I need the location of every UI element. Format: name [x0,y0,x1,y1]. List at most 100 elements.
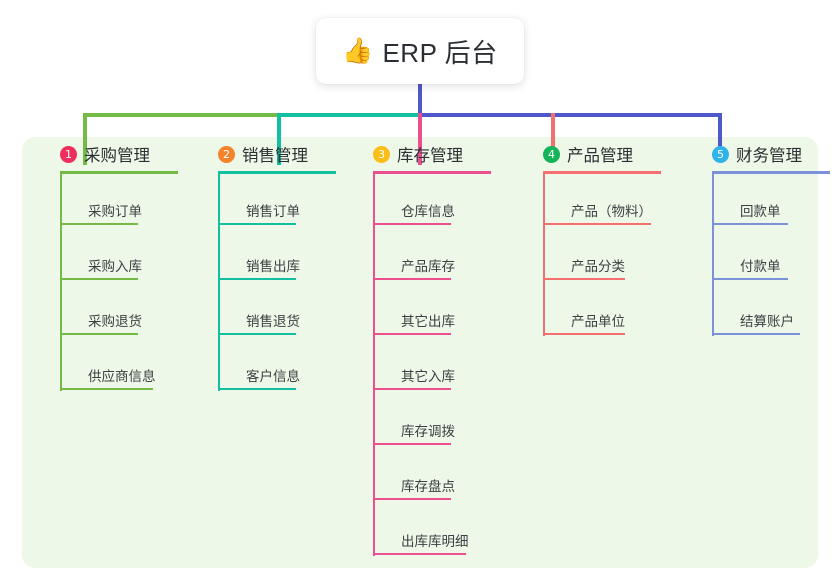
column-spine [218,174,220,391]
column-4: 4 产品管理产品（物料） 产品分类产品单位 [527,137,661,340]
list-item-rule [543,278,625,280]
diagram-panel [22,137,818,568]
list-item-label: 库存调拨 [401,424,455,439]
column-items: 回款单付款单结算账户 [712,174,830,340]
list-item[interactable]: 采购退货 [60,285,178,340]
column-number-badge: 5 [712,145,729,163]
list-item-label: 销售订单 [246,204,300,219]
list-item[interactable]: 供应商信息 [60,340,178,395]
list-item[interactable]: 仓库信息 [373,175,491,230]
list-item[interactable]: 回款单 [712,175,830,230]
list-item-label: 库存盘点 [401,479,455,494]
list-item-label: 供应商信息 [88,369,156,384]
column-title: 产品管理 [567,147,633,165]
column-spine [373,174,375,556]
list-item-label: 采购订单 [88,204,142,219]
list-item-rule [373,223,451,225]
list-item-label: 产品分类 [571,259,625,274]
connector-trunk [418,82,422,115]
list-item-rule [373,388,451,390]
list-item-rule [60,223,138,225]
connector-bar-teal [277,113,420,117]
connector-drop-4 [551,113,555,159]
list-item-label: 产品库存 [401,259,455,274]
column-2: 2 销售管理销售订单销售出库销售退货客户信息 [202,137,336,395]
list-item[interactable]: 采购入库 [60,230,178,285]
column-title: 销售管理 [242,147,308,165]
column-3: 3 库存管理仓库信息产品库存其它出库其它入库库存调拨库存盘点出库库明细 [357,137,491,560]
list-item-rule [712,278,788,280]
column-title: 采购管理 [84,147,150,165]
connector-drop-1 [83,113,87,165]
list-item[interactable]: 销售出库 [218,230,336,285]
connector-drop-2 [277,113,281,165]
column-header[interactable]: 1 采购管理 [44,137,178,171]
column-1: 1 采购管理采购订单采购入库采购退货供应商信息 [44,137,178,395]
list-item-label: 其它出库 [401,314,455,329]
list-item-rule [60,278,138,280]
column-header-rule [60,171,178,174]
list-item[interactable]: 库存调拨 [373,395,491,450]
list-item-label: 销售退货 [246,314,300,329]
list-item[interactable]: 产品（物料） [543,175,661,230]
list-item[interactable]: 结算账户 [712,285,830,340]
column-spine [712,174,714,336]
list-item-rule [712,333,800,335]
list-item-rule [543,333,625,335]
list-item[interactable]: 其它入库 [373,340,491,395]
list-item-label: 销售出库 [246,259,300,274]
column-header[interactable]: 5 财务管理 [696,137,830,171]
list-item-rule [373,443,451,445]
column-spine [543,174,545,336]
column-number-badge: 3 [373,145,390,163]
column-header[interactable]: 2 销售管理 [202,137,336,171]
list-item[interactable]: 产品单位 [543,285,661,340]
list-item[interactable]: 其它出库 [373,285,491,340]
column-items: 仓库信息产品库存其它出库其它入库库存调拨库存盘点出库库明细 [373,174,491,560]
list-item-label: 仓库信息 [401,204,455,219]
root-node[interactable]: 👍 ERP 后台 [316,18,524,84]
column-title: 库存管理 [397,147,463,165]
list-item[interactable]: 采购订单 [60,175,178,230]
list-item-rule [218,223,296,225]
list-item-label: 结算账户 [740,314,794,329]
column-header-rule [712,171,830,174]
connector-bar-blue [418,113,722,117]
connector-drop-3 [418,113,422,165]
list-item-rule [218,333,296,335]
column-number-badge: 2 [218,145,235,163]
column-items: 销售订单销售出库销售退货客户信息 [218,174,336,395]
list-item-rule [373,333,451,335]
list-item[interactable]: 出库库明细 [373,505,491,560]
list-item[interactable]: 库存盘点 [373,450,491,505]
column-header-rule [543,171,661,174]
list-item[interactable]: 销售退货 [218,285,336,340]
list-item[interactable]: 付款单 [712,230,830,285]
column-5: 5 财务管理回款单付款单结算账户 [696,137,830,340]
list-item[interactable]: 产品库存 [373,230,491,285]
list-item-label: 采购退货 [88,314,142,329]
list-item[interactable]: 客户信息 [218,340,336,395]
column-header[interactable]: 3 库存管理 [357,137,491,171]
column-number-badge: 4 [543,145,560,163]
column-header[interactable]: 4 产品管理 [527,137,661,171]
list-item-rule [373,553,466,555]
list-item-label: 出库库明细 [401,534,469,549]
list-item-rule [373,278,451,280]
connector-bar-green [83,113,279,117]
list-item-rule [60,388,153,390]
root-title: ERP 后台 [382,37,498,68]
list-item-rule [373,498,451,500]
column-number-badge: 1 [60,145,77,163]
column-header-rule [218,171,336,174]
column-header-rule [373,171,491,174]
list-item-label: 付款单 [740,259,781,274]
columns-container: 1 采购管理采购订单采购入库采购退货供应商信息 2 销售管理销售订单销售出库销售退货客… [22,137,830,568]
column-title: 财务管理 [736,147,802,165]
list-item-label: 采购入库 [88,259,142,274]
list-item-label: 其它入库 [401,369,455,384]
list-item[interactable]: 销售订单 [218,175,336,230]
list-item-rule [60,333,138,335]
list-item[interactable]: 产品分类 [543,230,661,285]
list-item-label: 产品单位 [571,314,625,329]
